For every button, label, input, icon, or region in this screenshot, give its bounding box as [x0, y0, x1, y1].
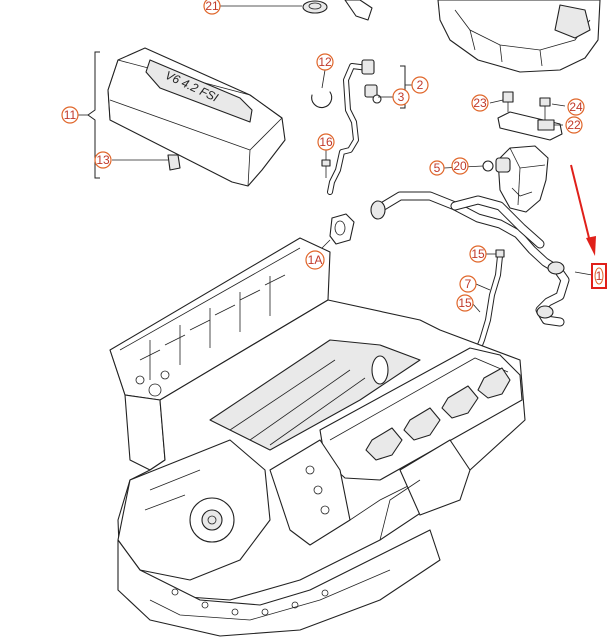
- upper-right-bracket-part: [437, 0, 601, 73]
- callout-24: 24: [567, 98, 585, 116]
- svg-text:7: 7: [465, 277, 472, 291]
- svg-text:13: 13: [96, 153, 110, 167]
- svg-text:24: 24: [569, 100, 583, 114]
- svg-text:15: 15: [471, 247, 485, 261]
- callout-16: 16: [317, 133, 335, 151]
- callout-15-upper: 15: [469, 245, 487, 263]
- callout-2: 2: [411, 76, 429, 94]
- fitting-1a: [314, 213, 355, 256]
- callout-1a: 1A: [305, 250, 325, 270]
- cover-clip-13: [112, 154, 181, 171]
- crankcase-vent-hose: [370, 191, 593, 327]
- svg-text:20: 20: [453, 159, 467, 173]
- svg-text:23: 23: [473, 96, 487, 110]
- callout-23: 23: [471, 94, 489, 112]
- callout-15-lower: 15: [456, 294, 474, 312]
- breather-hose-assembly: [327, 59, 382, 195]
- svg-text:22: 22: [567, 118, 581, 132]
- cover-brace: [78, 51, 100, 179]
- svg-text:15: 15: [458, 296, 472, 310]
- highlight-callout-1: 1: [591, 263, 607, 289]
- callout-20: 20: [451, 157, 469, 175]
- svg-text:1A: 1A: [308, 253, 323, 267]
- small-hose-7: [471, 249, 505, 354]
- bracket-hardware: [489, 91, 566, 141]
- oil-separator-valve: [443, 145, 549, 213]
- bolt-16: [321, 150, 331, 178]
- callout-3: 3: [392, 88, 410, 106]
- highlight-callout-label: 1: [596, 269, 603, 283]
- red-indicator-arrow: [570, 164, 596, 256]
- callout-11: 11: [61, 106, 79, 124]
- svg-text:21: 21: [205, 0, 219, 13]
- hose-brace-2: [378, 65, 412, 109]
- engine-block: [109, 237, 526, 637]
- svg-text:2: 2: [417, 78, 424, 92]
- callout-13: 13: [94, 151, 112, 169]
- hose-clamp-12: [311, 69, 333, 109]
- svg-text:11: 11: [64, 108, 77, 122]
- svg-text:5: 5: [434, 161, 441, 175]
- callout-7: 7: [459, 275, 477, 293]
- svg-text:3: 3: [398, 90, 405, 104]
- callout-21: 21: [203, 0, 302, 15]
- top-left-washer: [302, 0, 328, 14]
- callout-5: 5: [429, 160, 445, 176]
- svg-text:16: 16: [319, 135, 333, 149]
- callout-12: 12: [316, 53, 334, 71]
- engine-cover: V6 4.2 FSI: [107, 47, 286, 187]
- callout-22: 22: [565, 116, 583, 134]
- coil-pack-row: [365, 367, 511, 461]
- svg-text:12: 12: [318, 55, 332, 69]
- top-bracket-piece: [344, 0, 373, 21]
